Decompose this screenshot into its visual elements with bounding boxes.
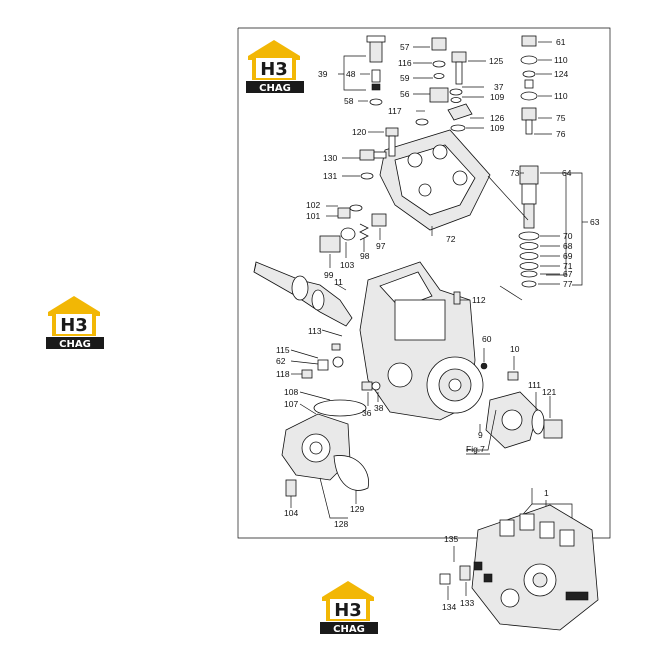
callout-37: 37 <box>494 82 504 92</box>
callout-104: 104 <box>284 508 298 518</box>
callout-38: 38 <box>374 403 384 413</box>
logo-letters: H3 <box>260 59 288 80</box>
callout-131: 131 <box>323 171 337 181</box>
pump-housing <box>359 261 484 421</box>
drive-hub-9 <box>485 391 563 449</box>
callout-128: 128 <box>334 519 348 529</box>
logo-caption: CHAG <box>59 339 91 350</box>
callout-102: 102 <box>306 200 320 210</box>
callout-101: 101 <box>306 211 320 221</box>
callout-111: 111 <box>528 380 541 390</box>
callout-98: 98 <box>360 251 370 261</box>
callout-118: 118 <box>276 369 290 379</box>
delivery-valve-holder-39 <box>366 35 386 106</box>
callout-130: 130 <box>323 153 337 163</box>
callout-108: 108 <box>284 387 298 397</box>
callout-125: 125 <box>489 56 503 66</box>
callout-10: 10 <box>510 344 520 354</box>
banjo-130 <box>359 149 387 180</box>
watermark-logo-top: H3 CHAG <box>246 40 304 94</box>
callout-73: 73 <box>510 168 520 178</box>
callout-36: 36 <box>362 408 372 418</box>
callout-134: 134 <box>442 602 456 612</box>
callout-135: 135 <box>444 534 458 544</box>
callout-129: 129 <box>350 504 364 514</box>
callout-39: 39 <box>318 69 328 79</box>
callout-61: 61 <box>556 37 566 47</box>
callout-70: 70 <box>563 231 573 241</box>
callout-67: 67 <box>563 269 573 279</box>
callout-57: 57 <box>400 42 410 52</box>
callout-72: 72 <box>446 234 456 244</box>
callout-99: 99 <box>324 270 334 280</box>
callout-115: 115 <box>276 345 290 355</box>
callout-103: 103 <box>340 260 354 270</box>
callout-124: 124 <box>554 69 568 79</box>
plunger-assembly-64 <box>518 35 540 288</box>
cap-101-97 <box>319 204 387 253</box>
watermark-logo-bottom: H3 CHAG <box>320 581 378 635</box>
governor-cover-128 <box>281 399 370 497</box>
pump-head-72 <box>379 129 491 231</box>
logo-caption: CHAG <box>259 83 291 94</box>
callout-107: 107 <box>284 399 298 409</box>
callout-116: 116 <box>398 58 412 68</box>
callout-112: 112 <box>472 295 486 305</box>
callout-1: 1 <box>544 488 549 498</box>
callout-9: 9 <box>478 430 483 440</box>
callout-labels: 57 116 125 59 56 37 109 117 126 109 61 1… <box>276 37 600 612</box>
callout-59: 59 <box>400 73 410 83</box>
callout-76: 76 <box>556 129 566 139</box>
callout-113: 113 <box>308 326 322 336</box>
callout-117: 117 <box>388 106 402 116</box>
callout-133: 133 <box>460 598 474 608</box>
callout-121: 121 <box>542 387 556 397</box>
callout-63: 63 <box>590 217 600 227</box>
leader-lines <box>290 41 588 521</box>
callout-109: 109 <box>490 92 504 102</box>
callout-58: 58 <box>344 96 354 106</box>
connector-125 <box>447 51 473 132</box>
callout-56: 56 <box>400 89 410 99</box>
callout-60: 60 <box>482 334 492 344</box>
callout-62: 62 <box>276 356 286 366</box>
callout-109: 109 <box>490 123 504 133</box>
callout-71: 71 <box>563 261 573 271</box>
callout-64: 64 <box>562 168 572 178</box>
callout-77: 77 <box>563 279 573 289</box>
small-parts-housing <box>301 291 519 391</box>
logo-caption: CHAG <box>333 624 365 635</box>
bolt-120 <box>385 127 399 157</box>
camshaft <box>253 261 353 327</box>
complete-pump-1 <box>439 504 599 631</box>
callout-97: 97 <box>376 241 386 251</box>
callout-69: 69 <box>563 251 573 261</box>
callout-48: 48 <box>346 69 356 79</box>
logo-letters: H3 <box>334 600 362 621</box>
callout-120: 120 <box>352 127 366 137</box>
callout-68: 68 <box>563 241 573 251</box>
fig-label: Fig.7 <box>466 444 485 454</box>
delivery-valve-57 <box>415 37 449 126</box>
callout-11: 11 <box>334 277 343 287</box>
callout-110: 110 <box>554 91 568 101</box>
callout-75: 75 <box>556 113 566 123</box>
watermark-logo-left: H3 CHAG <box>46 296 104 350</box>
logo-letters: H3 <box>60 315 88 336</box>
callout-126: 126 <box>490 113 504 123</box>
callout-110: 110 <box>554 55 568 65</box>
